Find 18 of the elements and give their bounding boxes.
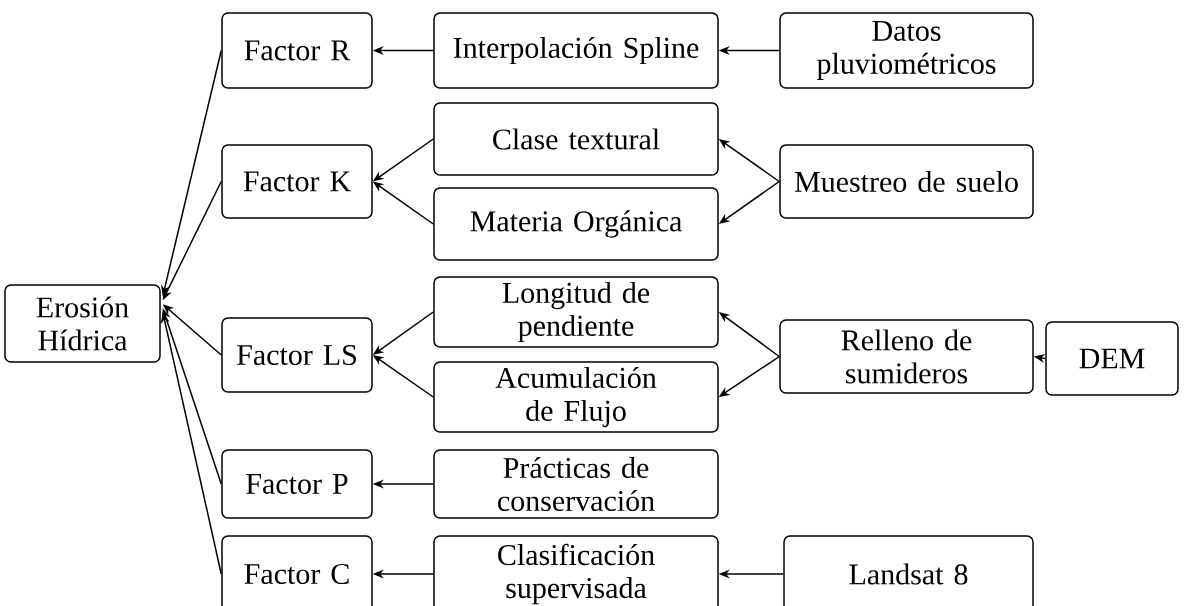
process-box: Erosión Hídrica xyxy=(4,284,161,363)
process-box: Landsat 8 xyxy=(783,535,1034,606)
process-box: Relleno de sumideros xyxy=(779,319,1034,394)
process-box: Interpolación Spline xyxy=(433,12,719,89)
process-box: Prácticas de conservación xyxy=(433,449,719,519)
process-box: Factor K xyxy=(221,144,373,219)
process-box: Datos pluviométricos xyxy=(779,12,1034,89)
process-box: Muestreo de suelo xyxy=(779,144,1034,219)
process-box: Acumulación de Flujo xyxy=(433,361,719,433)
process-box: Longitud de pendiente xyxy=(433,276,719,348)
process-box: Factor P xyxy=(221,449,373,519)
process-box: Factor LS xyxy=(221,317,373,393)
process-box: Clasificación supervisada xyxy=(433,535,719,606)
process-box: Clase textural xyxy=(433,102,719,176)
process-box: Factor C xyxy=(221,535,373,606)
process-box: Factor R xyxy=(221,12,373,89)
process-box: DEM xyxy=(1045,321,1179,396)
process-box: Materia Orgánica xyxy=(433,187,719,261)
